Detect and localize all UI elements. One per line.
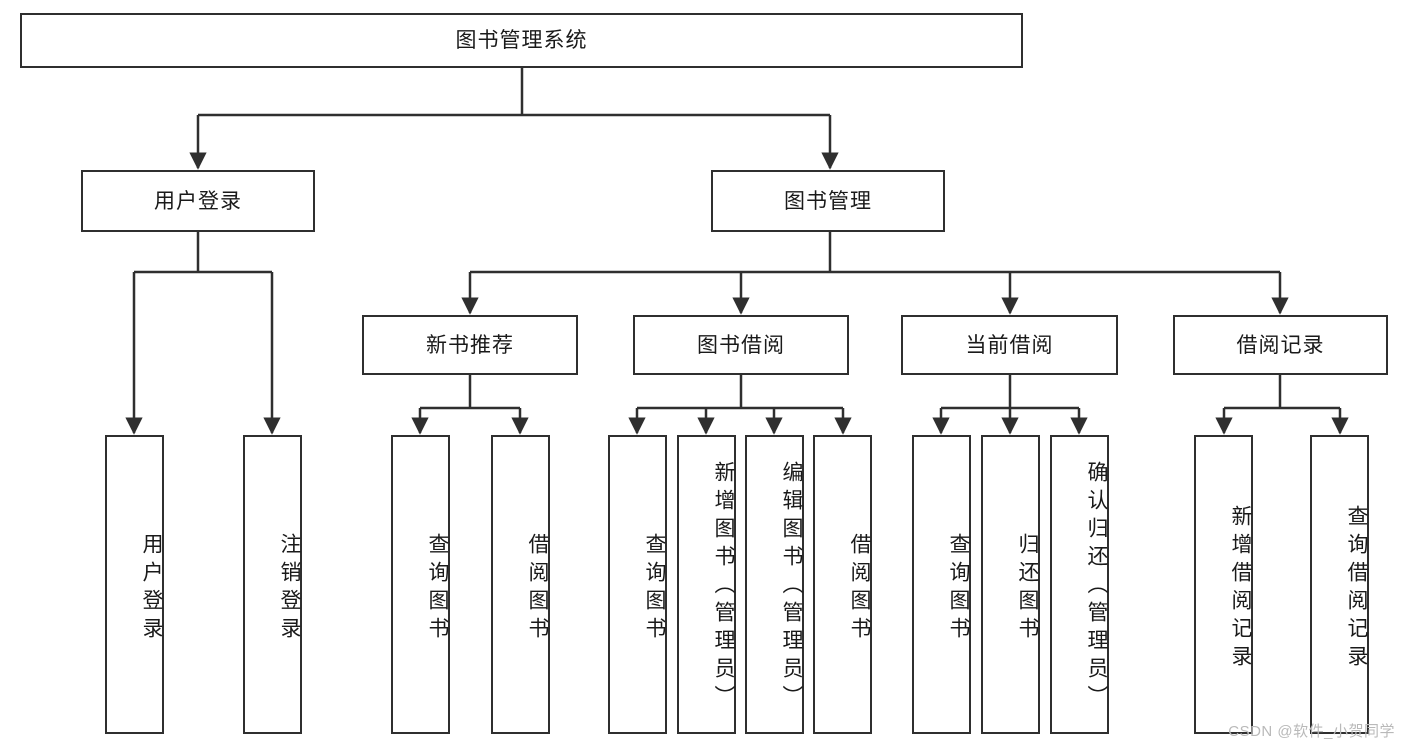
node-label: 用户登录 [154, 189, 242, 213]
node-label: 新增图书（管理员） [712, 460, 735, 713]
leaf-record-query-record[interactable]: 查询借阅记录 [1310, 435, 1369, 734]
node-label: 图书管理系统 [455, 29, 588, 52]
leaf-recommend-query-book[interactable]: 查询图书 [391, 435, 450, 734]
node-label: 确认归还（管理员） [1085, 460, 1108, 713]
node-borrow-record[interactable]: 借阅记录 [1173, 315, 1388, 375]
node-new-book-recommend[interactable]: 新书推荐 [362, 315, 578, 375]
leaf-current-confirm-return-admin[interactable]: 确认归还（管理员） [1050, 435, 1109, 734]
node-label: 编辑图书（管理员） [780, 460, 803, 713]
leaf-recommend-borrow-book[interactable]: 借阅图书 [491, 435, 550, 734]
leaf-logout[interactable]: 注销登录 [243, 435, 302, 734]
leaf-current-return-book[interactable]: 归还图书 [981, 435, 1040, 734]
node-label: 借阅记录 [1236, 333, 1325, 357]
node-label: 查询借阅记录 [1345, 504, 1368, 673]
node-current-borrow[interactable]: 当前借阅 [901, 315, 1118, 375]
node-system-root[interactable]: 图书管理系统 [20, 13, 1023, 68]
node-label: 注销登录 [278, 532, 301, 645]
leaf-borrow-add-book-admin[interactable]: 新增图书（管理员） [677, 435, 736, 734]
node-label: 图书管理 [784, 189, 872, 213]
node-label: 借阅图书 [526, 532, 549, 645]
node-label: 归还图书 [1016, 532, 1039, 645]
node-label: 查询图书 [426, 532, 449, 645]
node-label: 查询图书 [643, 532, 666, 645]
leaf-record-add-record[interactable]: 新增借阅记录 [1194, 435, 1253, 734]
node-book-management[interactable]: 图书管理 [711, 170, 945, 232]
leaf-borrow-borrow-book[interactable]: 借阅图书 [813, 435, 872, 734]
leaf-current-query-book[interactable]: 查询图书 [912, 435, 971, 734]
leaf-borrow-edit-book-admin[interactable]: 编辑图书（管理员） [745, 435, 804, 734]
node-user-login[interactable]: 用户登录 [81, 170, 315, 232]
node-label: 用户登录 [140, 532, 163, 645]
node-label: 图书借阅 [697, 333, 785, 357]
node-label: 当前借阅 [965, 333, 1054, 357]
node-label: 新书推荐 [426, 333, 514, 357]
node-label: 新增借阅记录 [1229, 504, 1252, 673]
csdn-watermark: CSDN @软件_小贺同学 [1228, 723, 1395, 740]
leaf-user-login[interactable]: 用户登录 [105, 435, 164, 734]
node-label: 查询图书 [947, 532, 970, 645]
node-label: 借阅图书 [848, 532, 871, 645]
leaf-borrow-query-book[interactable]: 查询图书 [608, 435, 667, 734]
node-book-borrow[interactable]: 图书借阅 [633, 315, 849, 375]
